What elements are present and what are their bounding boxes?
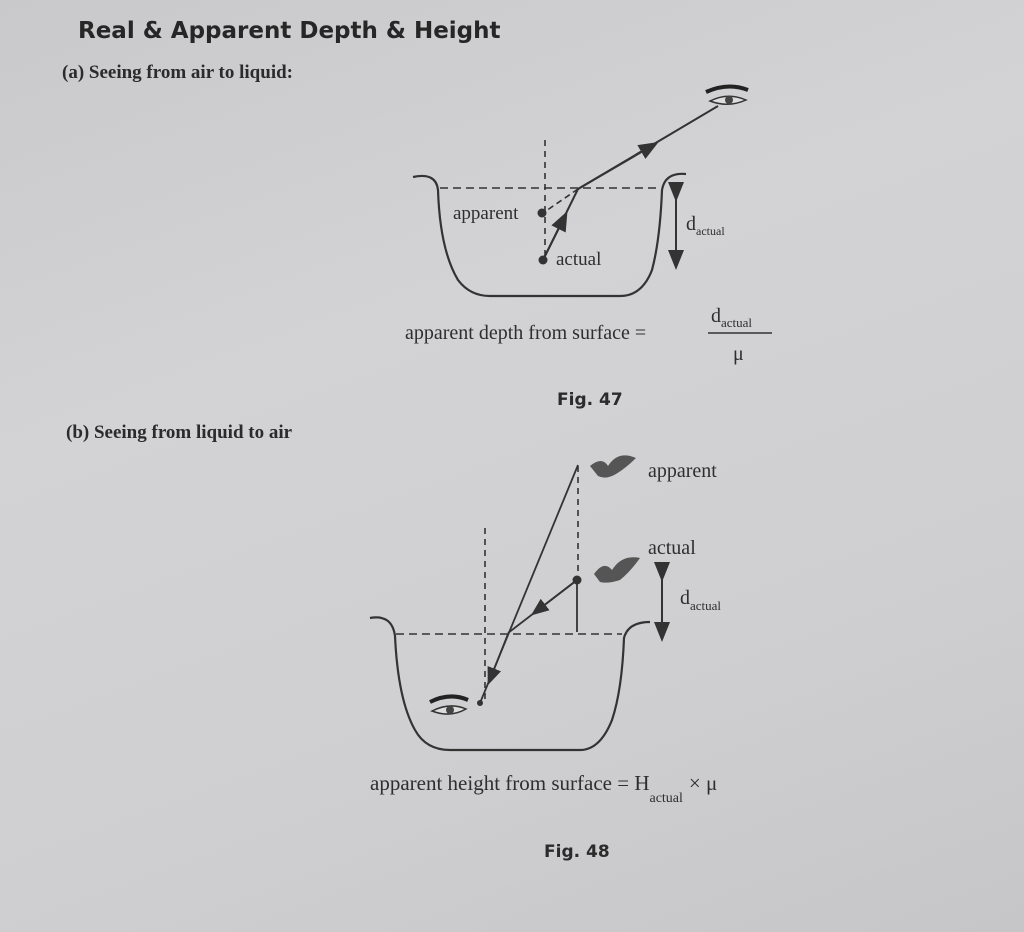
apparent-label: apparent (648, 460, 717, 482)
section-b-label: (b) Seeing from liquid to air (66, 422, 293, 443)
apparent-ray-arrow (487, 633, 509, 686)
actual-point (572, 575, 582, 585)
bird-actual-icon (594, 557, 640, 583)
figure-47-caption: Fig. 47 (557, 390, 623, 410)
figure-48-caption: Fig. 48 (544, 842, 610, 862)
figure-48-diagram: apparent actual dactual apparent height … (369, 455, 721, 806)
formula-numerator: dactual (711, 305, 752, 330)
d-actual-label: dactual (680, 587, 721, 613)
d-actual-label: dactual (686, 213, 725, 238)
container (412, 172, 687, 298)
eye-icon (705, 84, 749, 105)
formula-denominator: μ (733, 343, 744, 365)
actual-label: actual (648, 537, 696, 559)
extended-ray-dashed (542, 188, 579, 214)
apparent-height-formula: apparent height from surface = Hactual× … (370, 771, 717, 806)
actual-point (538, 255, 548, 265)
section-a-label: (a) Seeing from air to liquid: (62, 62, 293, 83)
eye-point (477, 700, 483, 706)
apparent-label: apparent (453, 203, 519, 224)
actual-label: actual (556, 249, 601, 270)
container (369, 616, 651, 752)
bird-apparent-icon (590, 455, 636, 478)
eye-icon (429, 694, 469, 715)
actual-ray-arrow (530, 579, 578, 616)
page-heading: Real & Apparent Depth & Height (78, 18, 501, 44)
ray-arrow-air (577, 141, 659, 190)
apparent-point (537, 208, 547, 218)
apparent-depth-formula: apparent depth from surface = (405, 322, 646, 344)
figure-47-diagram: apparent actual dactual apparent depth f… (405, 84, 772, 365)
ray-arrow-liquid (542, 211, 568, 261)
